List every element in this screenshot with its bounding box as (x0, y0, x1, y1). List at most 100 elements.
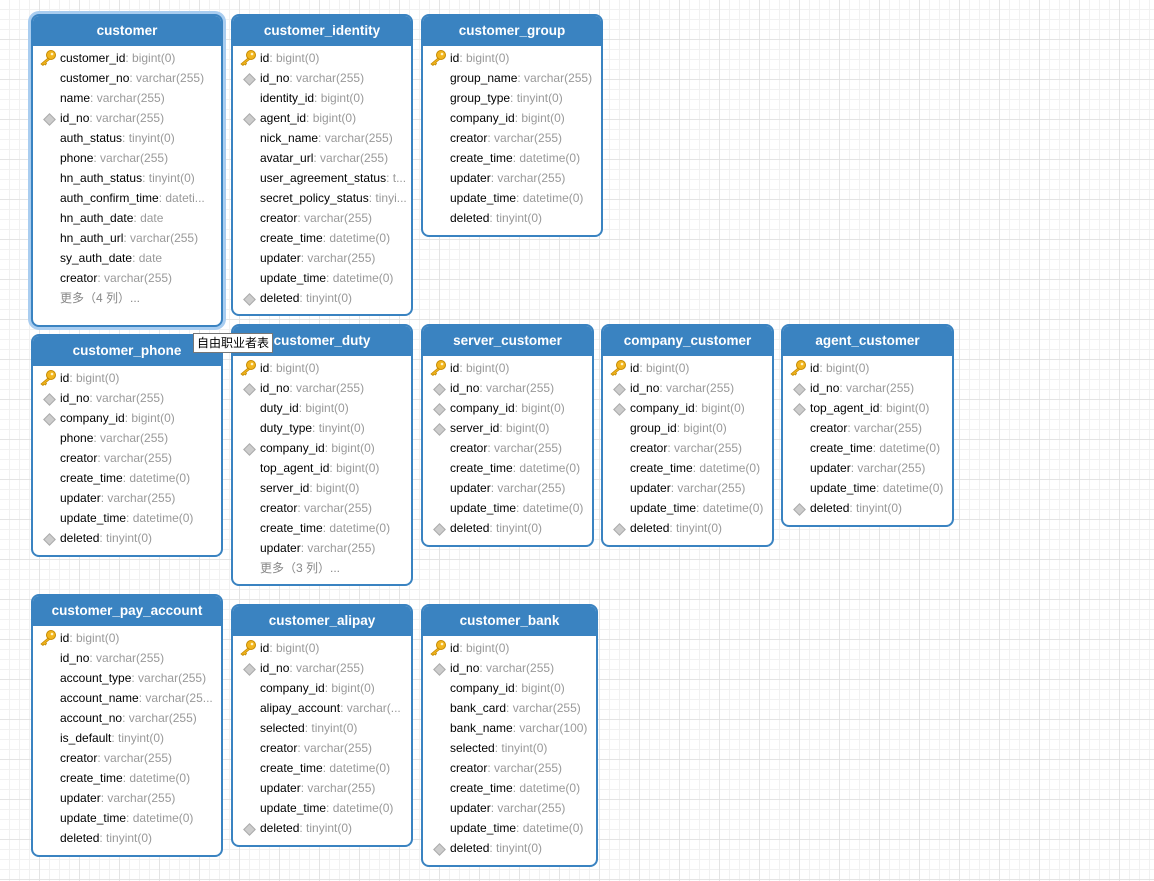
column-row[interactable]: id: bigint(0) (603, 358, 772, 378)
column-row[interactable]: id_no: varchar(255) (233, 378, 411, 398)
column-row[interactable]: create_time: datetime(0) (783, 438, 952, 458)
column-row[interactable]: updater: varchar(255) (423, 168, 601, 188)
column-row[interactable]: selected: tinyint(0) (423, 738, 596, 758)
column-row[interactable]: bank_card: varchar(255) (423, 698, 596, 718)
column-row[interactable]: company_id: bigint(0) (33, 408, 221, 428)
column-row[interactable]: phone: varchar(255) (33, 428, 221, 448)
column-row[interactable]: company_id: bigint(0) (603, 398, 772, 418)
column-row[interactable]: group_name: varchar(255) (423, 68, 601, 88)
table-title[interactable]: customer_bank (423, 606, 596, 636)
column-row[interactable]: deleted: tinyint(0) (423, 838, 596, 858)
column-row[interactable]: customer_no: varchar(255) (33, 68, 221, 88)
column-row[interactable]: sy_auth_date: date (33, 248, 221, 268)
column-row[interactable]: update_time: datetime(0) (233, 268, 411, 288)
column-row[interactable]: deleted: tinyint(0) (33, 528, 221, 548)
column-row[interactable]: updater: varchar(255) (33, 788, 221, 808)
column-row[interactable]: top_agent_id: bigint(0) (233, 458, 411, 478)
column-row[interactable]: updater: varchar(255) (33, 488, 221, 508)
column-row[interactable]: create_time: datetime(0) (423, 148, 601, 168)
column-row[interactable]: creator: varchar(255) (423, 128, 601, 148)
column-row[interactable]: top_agent_id: bigint(0) (783, 398, 952, 418)
column-row[interactable]: id: bigint(0) (423, 48, 601, 68)
column-row[interactable]: updater: varchar(255) (603, 478, 772, 498)
column-row[interactable]: id: bigint(0) (423, 358, 592, 378)
column-row[interactable]: deleted: tinyint(0) (233, 288, 411, 308)
column-row[interactable]: id_no: varchar(255) (33, 388, 221, 408)
column-row[interactable]: group_type: tinyint(0) (423, 88, 601, 108)
column-row[interactable]: auth_status: tinyint(0) (33, 128, 221, 148)
column-row[interactable]: create_time: datetime(0) (33, 468, 221, 488)
column-row[interactable]: nick_name: varchar(255) (233, 128, 411, 148)
column-row[interactable]: company_id: bigint(0) (423, 398, 592, 418)
column-row[interactable]: updater: varchar(255) (233, 538, 411, 558)
column-row[interactable]: deleted: tinyint(0) (233, 818, 411, 838)
column-row[interactable]: phone: varchar(255) (33, 148, 221, 168)
column-row[interactable]: update_time: datetime(0) (33, 808, 221, 828)
column-row[interactable]: creator: varchar(255) (33, 448, 221, 468)
column-row[interactable]: duty_type: tinyint(0) (233, 418, 411, 438)
column-row[interactable]: creator: varchar(255) (783, 418, 952, 438)
column-row[interactable]: id_no: varchar(255) (33, 648, 221, 668)
column-row[interactable]: selected: tinyint(0) (233, 718, 411, 738)
column-row[interactable]: group_id: bigint(0) (603, 418, 772, 438)
column-row[interactable]: update_time: datetime(0) (603, 498, 772, 518)
column-row[interactable]: deleted: tinyint(0) (33, 828, 221, 848)
column-row[interactable]: user_agreement_status: t... (233, 168, 411, 188)
column-row[interactable]: id_no: varchar(255) (423, 378, 592, 398)
column-row[interactable]: auth_confirm_time: dateti... (33, 188, 221, 208)
column-row[interactable]: id_no: varchar(255) (603, 378, 772, 398)
column-row[interactable]: deleted: tinyint(0) (603, 518, 772, 538)
column-row[interactable]: creator: varchar(255) (33, 748, 221, 768)
column-row[interactable]: update_time: datetime(0) (33, 508, 221, 528)
column-row[interactable]: create_time: datetime(0) (423, 458, 592, 478)
column-row[interactable]: company_id: bigint(0) (423, 108, 601, 128)
column-row[interactable]: update_time: datetime(0) (233, 798, 411, 818)
column-row[interactable]: name: varchar(255) (33, 88, 221, 108)
column-row[interactable]: id_no: varchar(255) (33, 108, 221, 128)
column-row[interactable]: customer_id: bigint(0) (33, 48, 221, 68)
column-row[interactable]: account_no: varchar(255) (33, 708, 221, 728)
column-row[interactable]: create_time: datetime(0) (233, 518, 411, 538)
column-row[interactable]: company_id: bigint(0) (233, 678, 411, 698)
column-row[interactable]: creator: varchar(255) (233, 208, 411, 228)
column-row[interactable]: deleted: tinyint(0) (783, 498, 952, 518)
column-row[interactable]: update_time: datetime(0) (423, 188, 601, 208)
column-row[interactable]: identity_id: bigint(0) (233, 88, 411, 108)
column-row[interactable]: hn_auth_date: date (33, 208, 221, 228)
column-row[interactable]: deleted: tinyint(0) (423, 518, 592, 538)
column-row[interactable]: deleted: tinyint(0) (423, 208, 601, 228)
table-title[interactable]: customer_duty (233, 326, 411, 356)
column-row[interactable]: server_id: bigint(0) (233, 478, 411, 498)
column-row[interactable]: updater: varchar(255) (423, 798, 596, 818)
column-row[interactable]: agent_id: bigint(0) (233, 108, 411, 128)
table-title[interactable]: company_customer (603, 326, 772, 356)
column-row[interactable]: update_time: datetime(0) (783, 478, 952, 498)
column-row[interactable]: id: bigint(0) (33, 628, 221, 648)
column-row[interactable]: bank_name: varchar(100) (423, 718, 596, 738)
table-title[interactable]: customer_group (423, 16, 601, 46)
column-row[interactable]: duty_id: bigint(0) (233, 398, 411, 418)
column-row[interactable]: id: bigint(0) (423, 638, 596, 658)
column-row[interactable]: creator: varchar(255) (233, 498, 411, 518)
column-row[interactable]: creator: varchar(255) (423, 438, 592, 458)
column-row[interactable]: id: bigint(0) (233, 48, 411, 68)
column-row[interactable]: id: bigint(0) (233, 638, 411, 658)
column-row[interactable]: create_time: datetime(0) (233, 758, 411, 778)
more-columns-link[interactable]: 更多（4 列）... (60, 291, 141, 305)
column-row[interactable]: creator: varchar(255) (423, 758, 596, 778)
table-title[interactable]: agent_customer (783, 326, 952, 356)
column-row[interactable]: creator: varchar(255) (233, 738, 411, 758)
column-row[interactable]: secret_policy_status: tinyi... (233, 188, 411, 208)
more-columns-link[interactable]: 更多（3 列）... (260, 561, 341, 575)
column-row[interactable]: create_time: datetime(0) (233, 228, 411, 248)
table-title[interactable]: server_customer (423, 326, 592, 356)
column-row[interactable]: creator: varchar(255) (603, 438, 772, 458)
